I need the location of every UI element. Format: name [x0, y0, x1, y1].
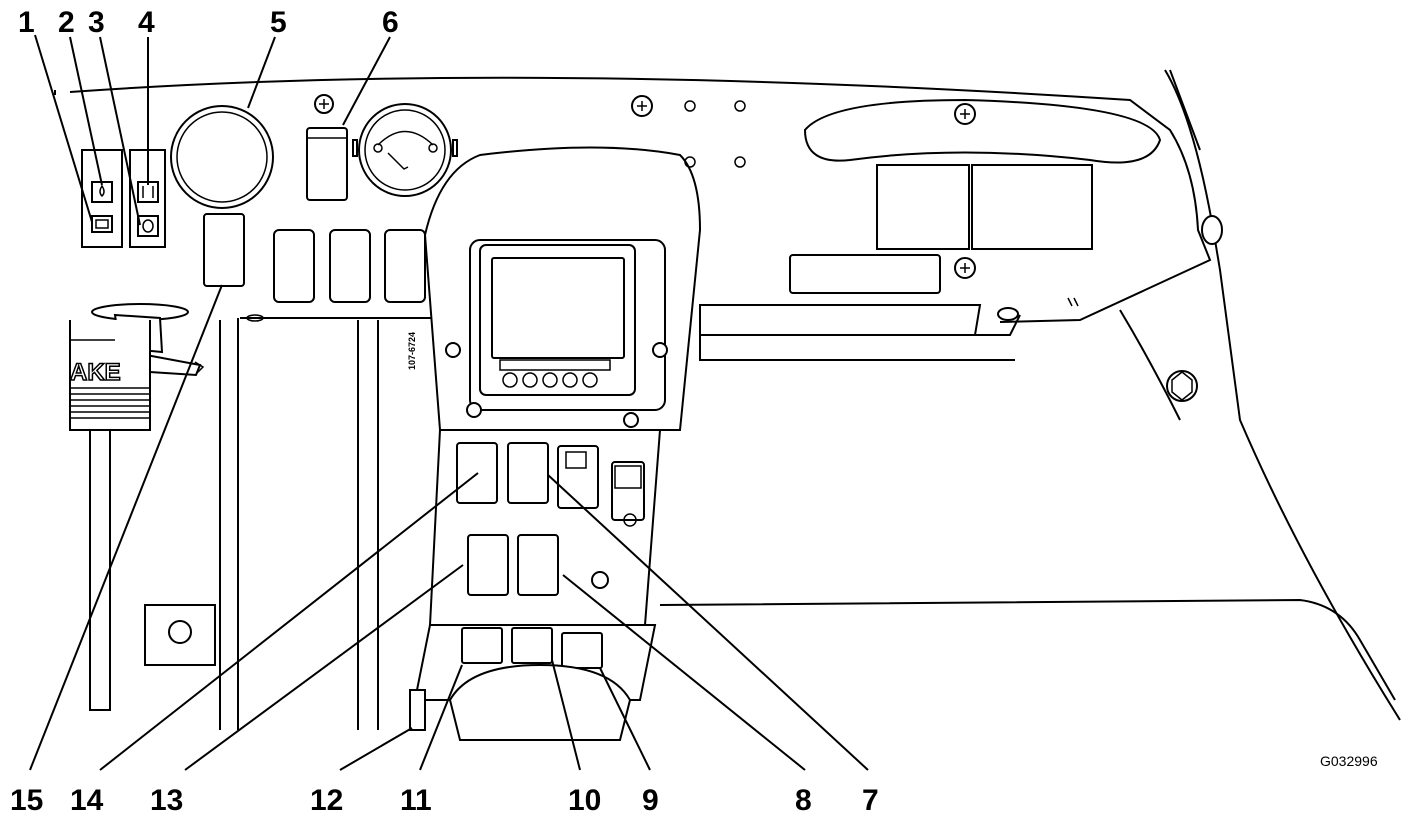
callout-10: 10: [568, 784, 601, 816]
callout-labels: 1 2 3 4 5 6 7 8 9 10 11 12 13 14 15: [10, 6, 879, 816]
callout-14: 14: [70, 784, 104, 816]
switch-15: [203, 213, 245, 287]
callout-1: 1: [18, 6, 35, 39]
callout-13: 13: [150, 784, 183, 816]
hour-meter: [170, 105, 274, 209]
switch-6: [306, 94, 348, 201]
bottom-switches: [409, 624, 657, 741]
display-screen: [491, 257, 625, 359]
pedal-text: AKE: [70, 359, 121, 386]
temperature-gauge: [352, 103, 458, 197]
callout-15: 15: [10, 784, 43, 816]
dash-outline: [69, 69, 1401, 721]
callout-11: 11: [400, 784, 432, 816]
callout-5: 5: [270, 6, 287, 39]
decal-text: 107-6724: [407, 332, 417, 370]
battery-light: [91, 215, 113, 233]
callout-12: 12: [310, 784, 343, 816]
callout-2: 2: [58, 6, 75, 39]
brake-pedal: AKE: [69, 320, 151, 711]
callout-3: 3: [88, 6, 105, 39]
indicator-lights: [81, 149, 166, 248]
lower-console-panel: [428, 429, 662, 626]
glow-plug-light: [137, 215, 159, 237]
figure-id: G032996: [1320, 753, 1378, 769]
left-switch-bank: [203, 213, 426, 303]
leader-lines: [29, 34, 869, 771]
callout-7: 7: [862, 784, 879, 816]
center-console: 107-6724: [407, 146, 702, 431]
callout-6: 6: [382, 6, 399, 39]
callout-8: 8: [795, 784, 812, 816]
callout-4: 4: [138, 6, 155, 39]
callout-9: 9: [642, 784, 659, 816]
left-bracket: [144, 604, 216, 666]
right-panel-details: [631, 95, 1162, 361]
